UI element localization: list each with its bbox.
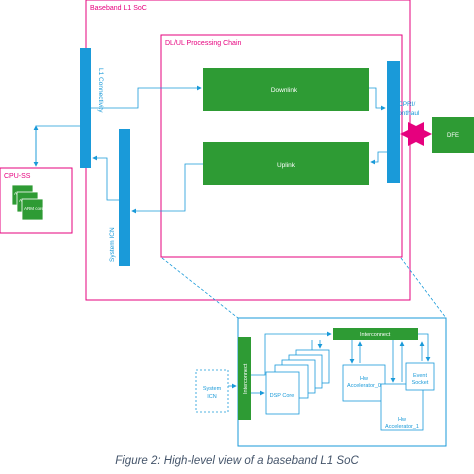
detail-system-icn-line2: ICN (207, 394, 217, 400)
system-icn-label: System ICN (109, 227, 116, 262)
cpri-label-line1: CPRI/ (398, 101, 416, 108)
arm-core-3 (21, 198, 44, 221)
connectors-top (33, 85, 387, 214)
l1-to-downlink-arrow (91, 85, 202, 109)
detail-interconnect-vertical (238, 337, 251, 420)
downlink-label: Downlink (271, 87, 298, 94)
event-socket (405, 362, 435, 391)
cpu-ss-title: CPU-SS (4, 173, 31, 180)
cpri-to-uplink-arrow (370, 151, 387, 165)
downlink-block (203, 68, 369, 111)
arm-core-3-label: ARM core (24, 206, 45, 211)
dsp-core-front (265, 371, 300, 415)
dfe-block (432, 117, 474, 153)
dsp-core-label: DSP Core (270, 393, 295, 399)
l1-to-cpu-arrow (33, 125, 80, 167)
zoom-line-right (400, 257, 447, 319)
cpu-ss-boundary (0, 167, 73, 234)
system-icn-bar (119, 129, 130, 266)
hw-accelerator-0-line1: Hw (360, 376, 368, 382)
interconnect-v-to-top-arrow (251, 331, 332, 376)
detail-system-icn-line1: System (203, 386, 222, 392)
cpri-label-line2: Fronthaul (392, 110, 420, 117)
icn-to-l1-arrow (92, 155, 119, 201)
dsp-core-stack (265, 349, 330, 415)
processing-chain-title: DL/UL Processing Chain (165, 40, 241, 47)
arm-core-stack: ARM core ARM core ARM core (11, 184, 45, 221)
hw-accelerator-1-line2: Accelerator_1 (385, 424, 419, 430)
uplink-block (203, 142, 369, 185)
top-to-event-arrow (418, 333, 431, 362)
processing-chain-boundary (160, 34, 403, 258)
hw-accelerator-1 (380, 383, 424, 431)
detail-interconnect-top (333, 328, 418, 340)
uplink-to-icn-arrow (131, 163, 203, 214)
figure-caption: Figure 2: High-level view of a baseband … (115, 455, 359, 467)
zoom-line-left (161, 257, 239, 319)
hw-accelerator-0 (342, 364, 386, 402)
dfe-label: DFE (447, 133, 459, 139)
downlink-to-cpri-arrow (369, 87, 386, 111)
soc-title: Baseband L1 SoC (90, 5, 147, 12)
event-socket-line1: Event (413, 373, 428, 379)
l1-connectivity-bar (80, 48, 91, 168)
hw-accelerator-1-line1: Hw (398, 417, 406, 423)
detail-interconnect-vertical-label: Interconnect (243, 363, 249, 394)
event-socket-line2: Socket (412, 380, 429, 386)
hw-accelerator-0-line2: Accelerator_0 (347, 383, 381, 389)
detail-system-icn (195, 369, 229, 413)
detail-interconnect-top-label: Interconnect (360, 332, 391, 338)
connectors-detail (228, 331, 431, 396)
uplink-label: Uplink (277, 162, 296, 169)
cpri-bar (387, 61, 400, 183)
l1-connectivity-label: L1 Connectivity (97, 68, 104, 113)
